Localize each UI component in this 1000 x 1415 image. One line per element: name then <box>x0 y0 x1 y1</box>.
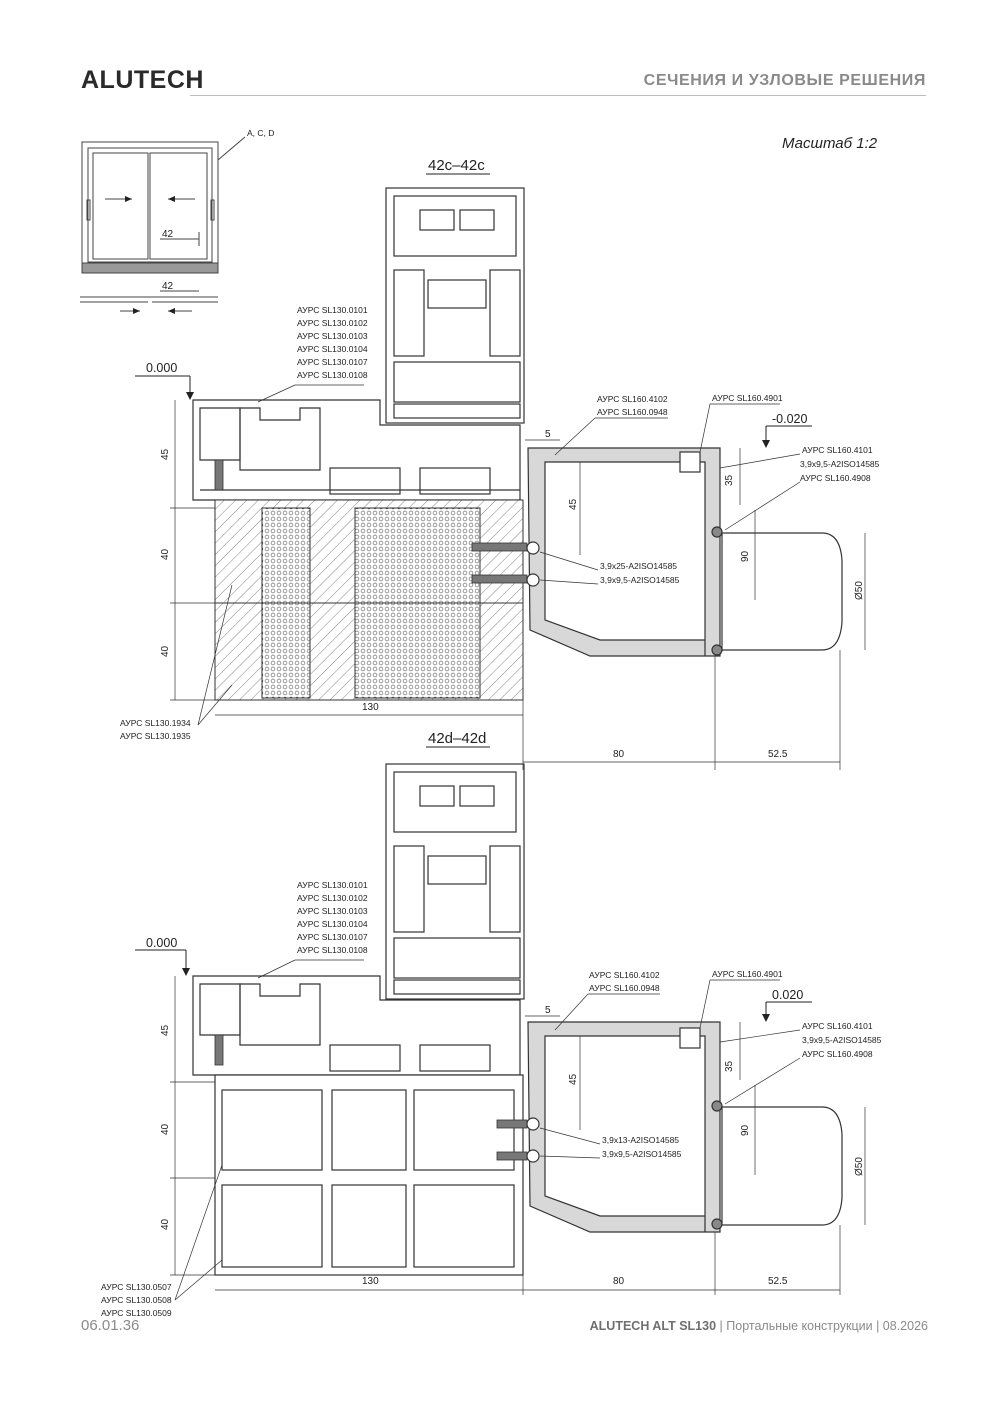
section-c-dim-52: 52.5 <box>768 749 788 760</box>
footer-caption: ALUTECH ALT SL130 | Портальные конструкц… <box>590 1319 928 1333</box>
section-c-dim-50: Ø50 <box>854 581 865 600</box>
section-c: 42c–42c <box>120 157 880 770</box>
section-d-profile-label: АУРС SL130.0507 <box>101 1282 172 1292</box>
section-c-dim-45: 45 <box>160 448 171 460</box>
section-d-dim-5: 5 <box>545 1005 551 1016</box>
section-d-dim-52: 52.5 <box>768 1276 788 1287</box>
section-c-part-label: АУРС SL160.4102 <box>597 394 668 404</box>
scheme-mark: A, C, D <box>247 128 274 138</box>
section-d-profile-label: АУРС SL130.0509 <box>101 1308 172 1318</box>
section-c-profile-label: АУРС SL130.0107 <box>297 357 368 367</box>
section-d-dim-80: 80 <box>613 1276 625 1287</box>
section-c-level-right: -0.020 <box>772 412 807 426</box>
section-c-profile-label: АУРС SL130.0108 <box>297 370 368 380</box>
section-d: 42d–42d <box>101 730 882 1318</box>
section-d-title: 42d–42d <box>428 730 486 747</box>
section-d-screw-label: 3,9x9,5-A2ISO14585 <box>602 1149 682 1159</box>
section-c-level-left: 0.000 <box>146 361 177 375</box>
section-d-dim-45b: 45 <box>568 1073 579 1085</box>
section-c-part-label: АУРС SL160.0948 <box>597 407 668 417</box>
section-c-profile-label: АУРС SL130.0102 <box>297 318 368 328</box>
scale-label: Масштаб 1:2 <box>782 135 878 152</box>
scheme-dim-top: 42 <box>162 229 174 240</box>
section-d-cylinder <box>721 1106 843 1226</box>
section-d-sash-profile <box>385 763 525 1000</box>
section-d-level-left: 0.000 <box>146 936 177 950</box>
section-c-threshold-insert <box>214 499 524 701</box>
section-d-part-label: АУРС SL160.4102 <box>589 970 660 980</box>
section-d-part-label: 3,9x9,5-A2ISO14585 <box>802 1035 882 1045</box>
section-c-dim-35: 35 <box>724 474 735 486</box>
section-c-sash-profile <box>385 187 525 424</box>
section-d-frame-profile <box>192 975 521 1076</box>
section-d-dim-90: 90 <box>740 1124 751 1136</box>
section-c-profile-label: АУРС SL130.1934 <box>120 718 191 728</box>
page-number: 06.01.36 <box>81 1317 140 1334</box>
section-d-part-label: АУРС SL160.4908 <box>802 1049 873 1059</box>
section-c-cylinder <box>721 532 843 651</box>
section-c-part-label: АУРС SL160.4908 <box>800 473 871 483</box>
section-c-dim-40a: 40 <box>160 548 171 560</box>
header-divider <box>190 95 926 96</box>
section-c-part-label: АУРС SL160.4101 <box>802 445 873 455</box>
section-d-dim-40b: 40 <box>160 1218 171 1230</box>
section-c-dim-130: 130 <box>362 702 379 713</box>
section-d-dim-50: Ø50 <box>854 1157 865 1176</box>
section-c-profile-label: АУРС SL130.0103 <box>297 331 368 341</box>
section-c-screw-label: 3,9x25-A2ISO14585 <box>600 561 677 571</box>
section-d-profile-label: АУРС SL130.0107 <box>297 932 368 942</box>
section-c-bracket <box>526 447 723 657</box>
section-d-part-label: АУРС SL160.4101 <box>802 1021 873 1031</box>
section-d-profile-label: АУРС SL130.0103 <box>297 906 368 916</box>
section-d-part-label: АУРС SL160.0948 <box>589 983 660 993</box>
window-scheme <box>80 136 246 312</box>
section-c-dim-90: 90 <box>740 550 751 562</box>
section-c-frame-profile <box>192 399 521 501</box>
section-c-profile-label: АУРС SL130.1935 <box>120 731 191 741</box>
section-d-profile-label: АУРС SL130.0108 <box>297 945 368 955</box>
footer-description: | Портальные конструкции | 08.2026 <box>719 1319 928 1333</box>
section-c-title: 42c–42c <box>428 157 485 174</box>
section-d-profile-label: АУРС SL130.0101 <box>297 880 368 890</box>
section-d-dim-130: 130 <box>362 1276 379 1287</box>
brand-logo: ALUTECH <box>81 66 204 94</box>
section-c-dim-80: 80 <box>613 749 625 760</box>
section-c-profile-label: АУРС SL130.0104 <box>297 344 368 354</box>
section-c-screw-label: 3,9x9,5-A2ISO14585 <box>600 575 680 585</box>
section-d-bracket <box>526 1021 723 1233</box>
section-d-dim-40a: 40 <box>160 1123 171 1135</box>
section-c-dim-5: 5 <box>545 429 551 440</box>
section-d-level-right: 0.020 <box>772 988 803 1002</box>
section-c-dim-40b: 40 <box>160 645 171 657</box>
section-d-screw-label: 3,9x13-A2ISO14585 <box>602 1135 679 1145</box>
section-d-profile-label: АУРС SL130.0104 <box>297 919 368 929</box>
scheme-dim-bottom: 42 <box>162 281 174 292</box>
section-d-dim-45: 45 <box>160 1024 171 1036</box>
section-d-dim-35: 35 <box>724 1060 735 1072</box>
scheme-arrows <box>125 196 175 314</box>
section-d-profile-label: АУРС SL130.0102 <box>297 893 368 903</box>
section-c-part-label: АУРС SL160.4901 <box>712 393 783 403</box>
section-c-part-label: 3,9x9,5-A2ISO14585 <box>800 459 880 469</box>
footer-product: ALUTECH ALT SL130 <box>589 1319 717 1333</box>
section-d-profile-label: АУРС SL130.0508 <box>101 1295 172 1305</box>
section-c-dim-45b: 45 <box>568 498 579 510</box>
page-title: СЕЧЕНИЯ И УЗЛОВЫЕ РЕШЕНИЯ <box>643 72 926 89</box>
section-c-profile-label: АУРС SL130.0101 <box>297 305 368 315</box>
section-d-threshold-profile <box>214 1074 524 1276</box>
section-d-part-label: АУРС SL160.4901 <box>712 969 783 979</box>
